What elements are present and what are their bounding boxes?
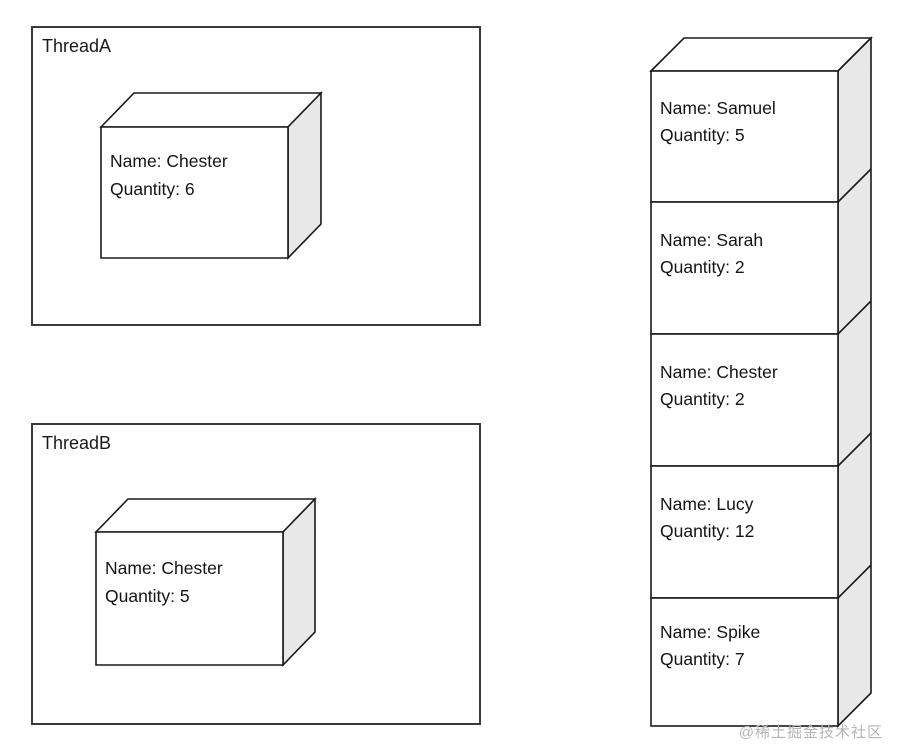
threadb-object-text: Name: Chester Quantity: 5 xyxy=(105,554,223,610)
stack-item-text: Name: Spike Quantity: 7 xyxy=(660,619,760,673)
object-quantity: Quantity: 7 xyxy=(660,649,745,669)
object-name: Name: Chester xyxy=(110,151,228,171)
threadb-label: ThreadB xyxy=(42,433,112,453)
stack-side-edge xyxy=(837,168,872,203)
object-name: Name: Lucy xyxy=(660,494,754,514)
stack-top-face xyxy=(649,37,873,72)
threada-cuboid xyxy=(99,91,323,260)
object-name: Name: Sarah xyxy=(660,230,764,250)
stack-item-text: Name: Sarah Quantity: 2 xyxy=(660,227,763,281)
threada-object-text: Name: Chester Quantity: 6 xyxy=(110,147,228,203)
object-name: Name: Samuel xyxy=(660,98,776,118)
threadb-container: ThreadB xyxy=(31,423,481,725)
stack-item-text: Name: Lucy Quantity: 12 xyxy=(660,491,754,545)
threadb-cuboid xyxy=(94,497,317,667)
threada-label: ThreadA xyxy=(42,36,112,56)
stack-box-front xyxy=(650,597,839,727)
object-name: Name: Chester xyxy=(105,558,223,578)
stack-item-text: Name: Samuel Quantity: 5 xyxy=(660,95,776,149)
object-quantity: Quantity: 2 xyxy=(660,257,745,277)
stack-side-edge xyxy=(837,432,872,467)
stack-box-front xyxy=(650,333,839,467)
stack-cuboids xyxy=(649,36,873,728)
cuboid-front-face xyxy=(100,126,289,259)
cuboid-front-face xyxy=(95,531,284,666)
stack-box-front xyxy=(650,201,839,335)
stack-box-front xyxy=(650,70,839,203)
watermark-text: @稀土掘金技术社区 xyxy=(738,724,883,741)
object-quantity: Quantity: 5 xyxy=(660,125,745,145)
stack-side-edge xyxy=(837,564,872,599)
object-quantity: Quantity: 5 xyxy=(105,586,190,606)
object-quantity: Quantity: 2 xyxy=(660,389,745,409)
object-quantity: Quantity: 12 xyxy=(660,521,755,541)
stack-item-text: Name: Chester Quantity: 2 xyxy=(660,359,778,413)
stack-side-face xyxy=(837,36,872,728)
object-name: Name: Spike xyxy=(660,622,761,642)
object-quantity: Quantity: 6 xyxy=(110,179,195,199)
threada-container: ThreadA xyxy=(31,26,481,326)
object-name: Name: Chester xyxy=(660,362,778,382)
stack-side-edge xyxy=(837,300,872,335)
stack-box-front xyxy=(650,465,839,599)
